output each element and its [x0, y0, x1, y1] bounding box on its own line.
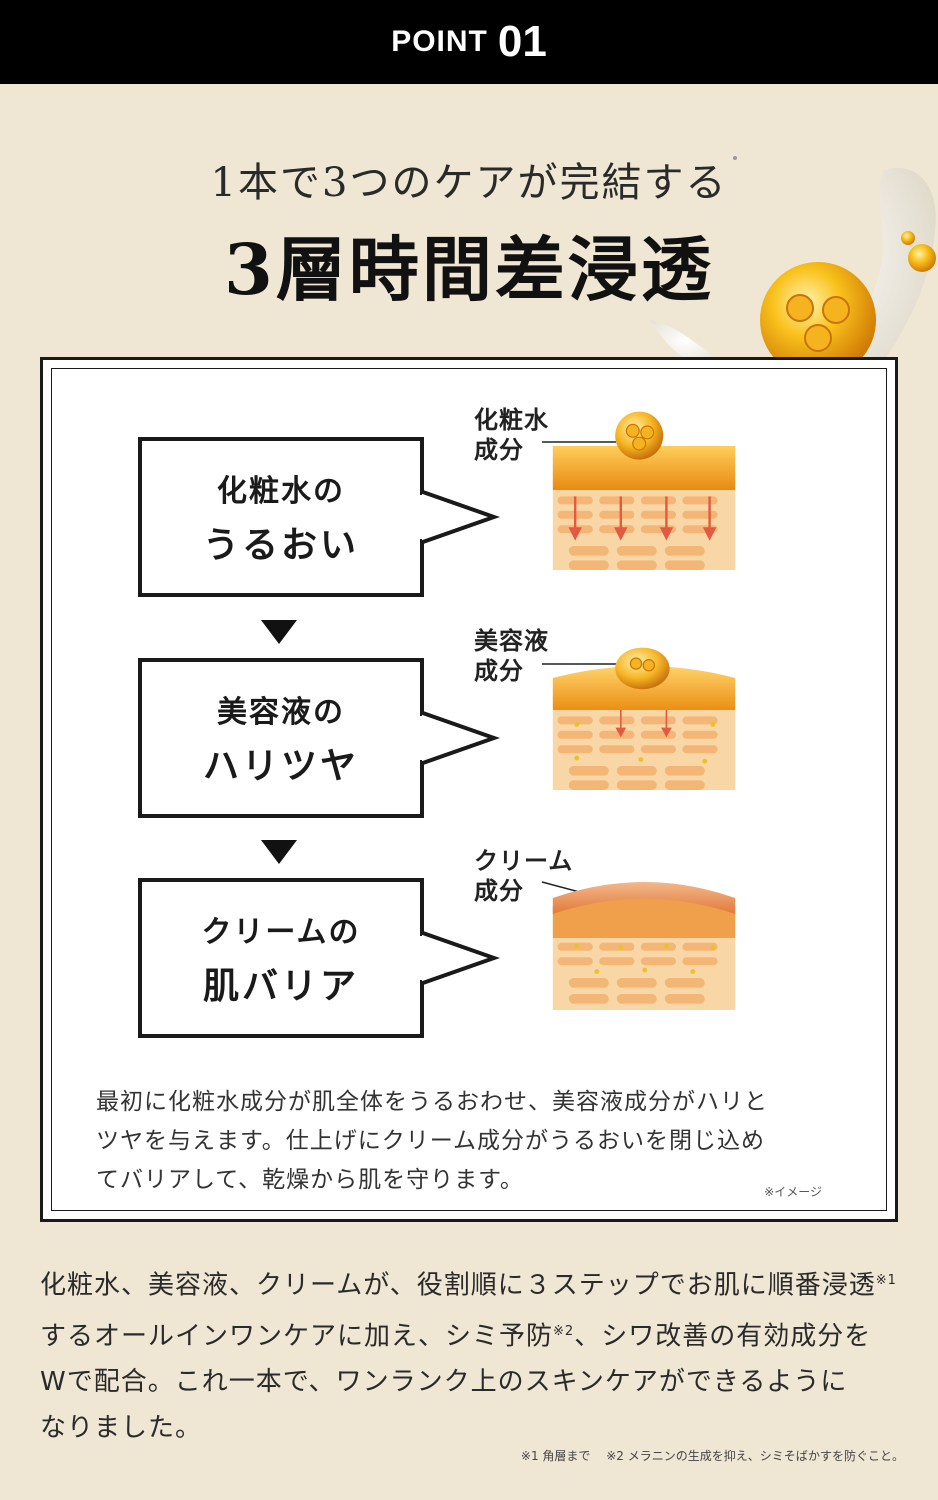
ingredient-label-cream: クリーム成分	[474, 847, 574, 905]
speech-pointer	[420, 929, 500, 987]
down-arrow-icon	[261, 620, 297, 644]
leader-line	[542, 441, 616, 443]
down-arrow-icon	[261, 840, 297, 864]
step-title: クリームの	[201, 915, 361, 950]
skin-serum-illustration	[552, 647, 736, 790]
skin-lotion-illustration	[552, 411, 736, 570]
panel-description: 最初に化粧水成分が肌全体をうるおわせ、美容液成分がハリと ツヤを与えます。仕上げ…	[96, 1089, 768, 1193]
body-text: 化粧水、美容液、クリームが、役割順に３ステップでお肌に順番浸透※1 するオールイ…	[40, 1270, 897, 1444]
hero-title: 3層時間差浸透	[224, 228, 714, 311]
hero-subtitle: 1本で3つのケアが完結する	[210, 160, 728, 206]
point-label: POINT	[391, 25, 488, 58]
footnote: ※1 角層まで ※2 メラニンの生成を抑え、シミそばかすを防ぐこと。	[520, 1449, 904, 1463]
step-box-lotion: 化粧水の うるおい	[138, 437, 424, 597]
leader-line	[542, 663, 616, 665]
speech-pointer	[420, 488, 500, 546]
step-title: 美容液の	[217, 695, 345, 730]
step-subtitle: 肌バリア	[202, 966, 359, 1007]
step-subtitle: ハリツヤ	[202, 746, 359, 787]
step-subtitle: うるおい	[202, 525, 359, 566]
skin-cream-illustration	[552, 882, 736, 1010]
step-box-cream: クリームの 肌バリア	[138, 878, 424, 1038]
point-number: 01	[497, 17, 547, 66]
cream-serum-splash-illustration	[650, 156, 936, 412]
ingredient-label-serum: 美容液成分	[474, 627, 549, 685]
speech-pointer	[420, 709, 500, 767]
step-box-serum: 美容液の ハリツヤ	[138, 658, 424, 818]
ingredient-label-lotion: 化粧水成分	[474, 406, 549, 464]
point-header: POINT 01	[0, 0, 938, 84]
step-title: 化粧水の	[217, 474, 345, 509]
image-note: ※イメージ	[764, 1185, 822, 1199]
